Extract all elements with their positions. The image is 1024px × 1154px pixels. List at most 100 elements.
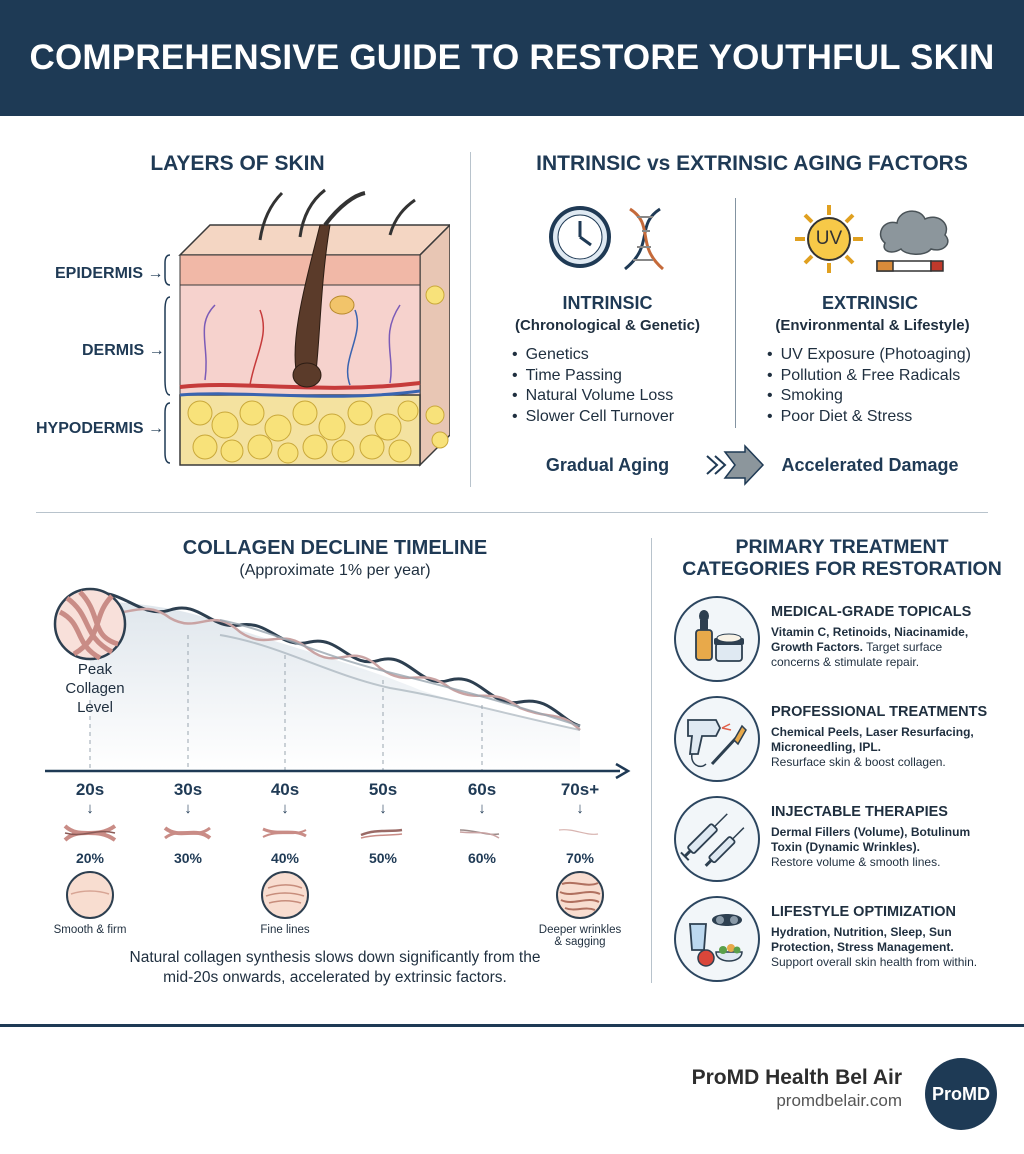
list-item: Pollution & Free Radicals [767, 366, 971, 387]
dna-icon [624, 207, 664, 271]
arrow-down-icon: ↓ [478, 800, 486, 817]
uv-badge-text: UV [815, 228, 843, 249]
hair-strand [298, 188, 326, 238]
extrinsic-list: UV Exposure (Photoaging) Pollution & Fre… [767, 345, 971, 427]
timeline-subtitle: (Approximate 1% per year) [239, 562, 431, 579]
arrow-down-icon: ↓ [281, 800, 289, 817]
decade-label: 70s+ [560, 780, 600, 799]
intrinsic-list: Genetics Time Passing Natural Volume Los… [512, 345, 675, 428]
uv-sun-icon [795, 205, 863, 273]
treatment-description: Chemical Peels, Laser Resurfacing, Micro… [771, 725, 974, 769]
hair-strand [388, 198, 416, 236]
vein [179, 389, 421, 398]
hypodermis-label: HYPODERMIS → [36, 420, 165, 437]
footer-url[interactable]: promdbelair.com [776, 1091, 902, 1110]
fiber-swatch [459, 829, 500, 839]
decade-label: 50s [368, 780, 398, 799]
gradual-aging-label: Gradual Aging [545, 455, 670, 475]
lifestyle-icon [674, 896, 760, 982]
hair-strand [258, 191, 284, 241]
topicals-icon [674, 596, 760, 682]
dermis-label: DERMIS → [82, 342, 165, 359]
decade-label: 60s [467, 780, 497, 799]
epidermis-bracket [164, 254, 171, 286]
collagen-loss-percent: 70% [565, 850, 595, 866]
treatment-description: Hydration, Nutrition, Sleep, Sun Protect… [771, 925, 978, 969]
treatment-title: INJECTABLE THERAPIES [771, 804, 948, 820]
decade-label: 30s [173, 780, 203, 799]
syringe-icon [674, 796, 760, 882]
professional-device-icon [674, 696, 760, 782]
collagen-fiber-swatches [63, 824, 599, 842]
collagen-loss-percent: 60% [467, 850, 497, 866]
treatment-title: MEDICAL-GRADE TOPICALS [771, 604, 972, 620]
treatment-description: Dermal Fillers (Volume), Botulinum Toxin… [771, 825, 971, 869]
extrinsic-heading: EXTRINSIC [821, 293, 918, 313]
timeline-note: Natural collagen synthesis slows down si… [129, 949, 541, 986]
collagen-loss-percent: 30% [173, 850, 203, 866]
fiber-swatch [262, 827, 307, 838]
list-item: Genetics [512, 345, 674, 366]
divider-vertical [651, 538, 652, 983]
page-title: COMPREHENSIVE GUIDE TO RESTORE YOUTHFUL … [29, 38, 995, 77]
dermis-bracket [164, 296, 171, 396]
smoke-cigarette-icon [876, 210, 949, 272]
peak-collagen-label: Peak Collagen Level [65, 661, 125, 716]
collagen-loss-percent: 50% [368, 850, 398, 866]
skin-right-side [419, 223, 450, 467]
arrow-down-icon: ↓ [184, 800, 192, 817]
skin-state-label: Deeper wrinkles & sagging [538, 924, 622, 948]
hair-strand [323, 191, 366, 227]
skin-state-label: Smooth & firm [53, 924, 127, 936]
treatment-title: LIFESTYLE OPTIMIZATION [771, 904, 957, 920]
timeline-title: COLLAGEN DECLINE TIMELINE [182, 537, 488, 559]
list-item: Slower Cell Turnover [512, 407, 675, 428]
list-item: Poor Diet & Stress [767, 407, 971, 428]
fiber-swatch [163, 826, 212, 840]
skin-cross-section-illustration [164, 188, 450, 467]
divider-vertical [470, 152, 471, 487]
fiber-swatch [360, 828, 403, 839]
intrinsic-heading: INTRINSIC [562, 293, 653, 313]
collagen-loss-percent: 20% [75, 850, 105, 866]
decline-area [90, 600, 580, 770]
decade-label: 20s [75, 780, 105, 799]
skin-layers-title: LAYERS OF SKIN [150, 152, 325, 175]
intrinsic-subheading: (Chronological & Genetic) [514, 317, 700, 334]
collagen-strand [89, 591, 581, 728]
list-item: UV Exposure (Photoaging) [767, 345, 971, 366]
fiber-swatch [63, 824, 117, 842]
fine-lines-skin-icon [261, 871, 309, 919]
list-item: Time Passing [512, 366, 674, 387]
hypodermis-bracket [164, 402, 171, 464]
epidermis-layer [179, 254, 421, 286]
arrow-down-icon: ↓ [379, 800, 387, 817]
epidermis-label: EPIDERMIS → [55, 265, 164, 282]
treatments-title: PRIMARY TREATMENT CATEGORIES FOR RESTORA… [682, 536, 1002, 580]
arrow-down-icon: ↓ [86, 800, 94, 817]
deep-wrinkles-skin-icon [556, 871, 604, 919]
hair-follicle [294, 224, 331, 381]
aging-factors-title: INTRINSIC vs EXTRINSIC AGING FACTORS [536, 152, 968, 175]
collagen-decline-curve [45, 591, 631, 780]
treatment-title: PROFESSIONAL TREATMENTS [771, 704, 988, 720]
artery [179, 381, 421, 390]
header-banner: COMPREHENSIVE GUIDE TO RESTORE YOUTHFUL … [0, 0, 1024, 116]
aging-divider [735, 198, 736, 428]
divider-horizontal [36, 512, 988, 513]
fiber-swatch [558, 829, 599, 835]
skin-state-label: Fine lines [260, 924, 310, 936]
treatment-description: Vitamin C, Retinoids, Niacinamide, Growt… [771, 625, 969, 669]
arrow-right-icon [706, 444, 765, 486]
footer-divider [0, 1024, 1024, 1027]
footer-brand: ProMD Health Bel Air [691, 1066, 902, 1089]
sebaceous-gland [329, 295, 355, 315]
brand-logo: ProMD [925, 1058, 997, 1130]
collagen-fiber-icon [53, 587, 127, 661]
accelerated-damage-label: Accelerated Damage [781, 455, 959, 475]
list-item: Smoking [767, 386, 971, 407]
arrow-down-icon: ↓ [576, 800, 584, 817]
list-item: Natural Volume Loss [512, 386, 674, 407]
decade-label: 40s [270, 780, 300, 799]
smooth-skin-icon [66, 871, 114, 919]
